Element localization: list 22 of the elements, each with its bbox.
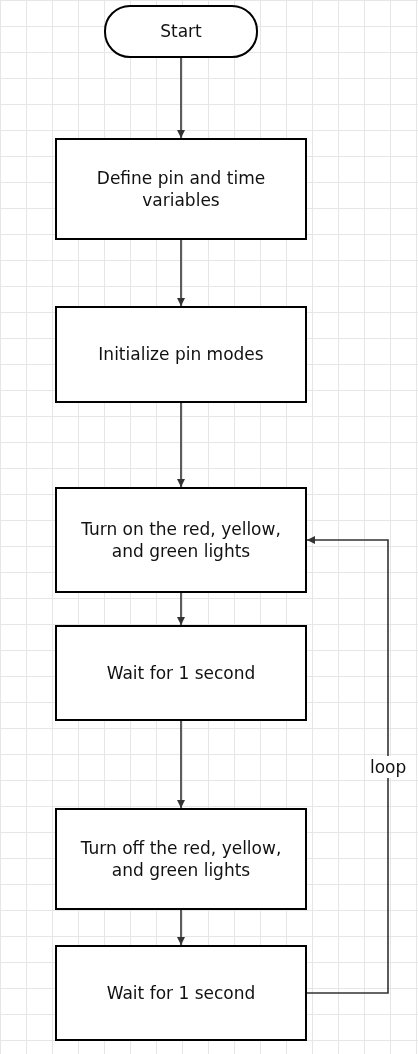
- arrow: [177, 239, 185, 307]
- arrow: [177, 57, 185, 139]
- process-box: [55, 487, 307, 593]
- node-text: Start: [160, 20, 202, 43]
- process-box: [55, 945, 307, 1041]
- process-box: [55, 138, 307, 240]
- arrow: [177, 402, 185, 488]
- arrow: [177, 909, 185, 946]
- arrow: [177, 592, 185, 626]
- node-text: Initialize pin modes: [98, 343, 264, 366]
- node-text: Wait for 1 second: [106, 661, 256, 685]
- node-text: Turn on the red, yellow, and green lights: [80, 517, 282, 563]
- arrow: [306, 536, 389, 994]
- node-text: Wait for 1 second: [106, 981, 256, 1005]
- edge-label: loop: [368, 755, 409, 778]
- process-box: [55, 306, 307, 403]
- arrow: [177, 720, 185, 809]
- node-text: Define pin and time variables: [95, 166, 267, 212]
- node-text: Turn off the red, yellow, and green lights: [79, 836, 283, 882]
- process-box: [55, 808, 307, 910]
- terminal-shape: [104, 5, 258, 58]
- process-box: [55, 625, 307, 721]
